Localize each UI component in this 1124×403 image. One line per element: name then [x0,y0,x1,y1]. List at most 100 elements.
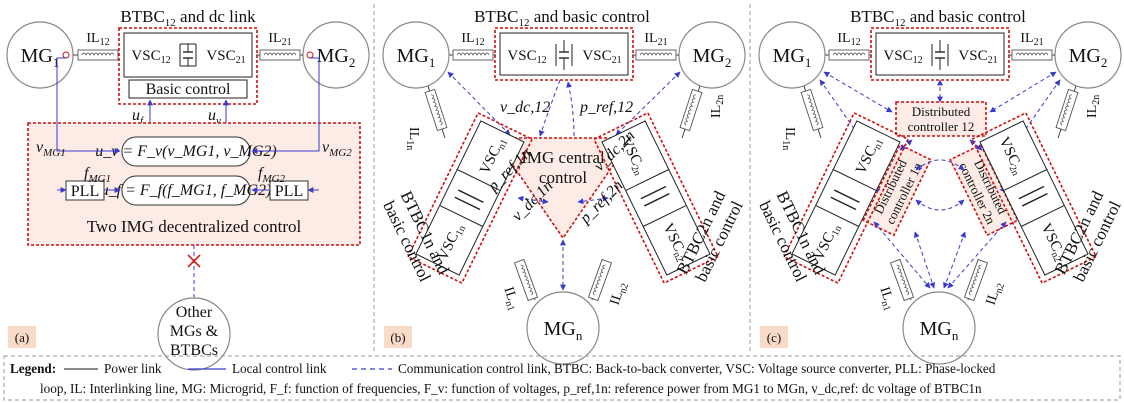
pll-right-label: PLL [275,183,303,200]
vmg2-label: vMG2 [322,139,352,159]
il1n-inductor-icon [424,88,448,132]
comm-btbc1n [517,195,549,205]
comm-dc1n-mgn [913,231,936,289]
central-line-1: IMG central [521,148,605,167]
capacitor-icon-c [931,40,949,70]
panel-c-tag-label: (c) [767,330,781,345]
il2n-inductor-icon-c [1055,88,1079,132]
iln2-label: ILn2 [608,280,631,307]
vmg1-label: vMG1 [36,139,66,159]
panel-b-tag-label: (b) [390,330,405,345]
basic-control-label: Basic control [146,81,231,98]
other-line-2: MGs & [170,323,219,340]
panel-c-title: BTBC12 and basic control [850,7,1026,29]
voltage-function-block [121,136,251,167]
il21-inductor-icon-b [635,49,677,61]
comm-mg2-central [615,71,681,136]
il21-label: IL21 [268,31,291,48]
uf-label: uf [132,107,145,127]
il1n-label: IL1n [404,127,421,150]
comm-mg2-dc2n [1003,79,1061,161]
mgn-label-b: MGn [544,318,583,343]
comm-mg2-dc12 [989,71,1057,113]
panel-a: BTBC12 and dc link MG1 MG2 IL12 IL21 VSC… [6,7,370,371]
btbc1n-box: VSC1n VSCn1 [406,111,534,285]
legend-local-link: Local control link [232,361,327,376]
other-line-1: Other [176,304,213,321]
il1n-label-c: IL1n [780,127,797,150]
vsc21-label-c: VSC21 [958,48,997,66]
comm-btbc2n [577,195,609,205]
mg1-label-b: MG1 [397,45,436,70]
il21-inductor-icon-c [1011,49,1053,61]
comm-mg1-dc1n [819,79,877,161]
btbc2n-box-c: VSC2n VSCn2 [970,111,1098,285]
capacitor-icon [179,43,197,67]
eq-f: u_f = F_f(f_MG1, f_MG2) [101,182,272,199]
central-control-triangle [492,137,634,240]
dc12-line-1: Distributed [912,104,971,119]
legend: Legend: Power link Local control link Co… [3,355,1121,401]
central-line-2: control [539,168,587,187]
other-line-3: BTBCs [170,342,218,359]
fmg1-label: fMG1 [84,165,111,185]
iln2-inductor-icon [588,259,612,301]
uv-label: uv [208,107,221,127]
mg2-label: MG2 [317,45,356,70]
vsc12-label: VSC12 [131,48,170,66]
panel-b-title: BTBC12 and basic control [474,7,650,29]
pref12-label: p_ref,12 [579,99,633,116]
iln2-label-c: ILn2 [984,280,1007,307]
btbc12-box [118,27,258,105]
panel-a-tag-label: (a) [15,330,29,345]
mg2-label-b: MG2 [693,45,732,70]
legend-label: Legend: [10,361,56,376]
mg1-label: MG1 [21,45,60,70]
il12-label-c: IL12 [837,31,860,48]
vsc21-label: VSC21 [206,48,245,66]
basic-control-box [128,79,248,99]
mgn-node-b [526,291,600,365]
legend-frame [3,355,1121,401]
mg1-label-c: MG1 [773,45,812,70]
panel-c-tag [760,326,788,348]
il2n-label: IL2n [709,95,726,118]
comm-dc1n-dc2n-bottom [915,199,965,211]
btbc1n-box-c: VSC1n VSCn1 [782,111,910,285]
iln1-label-c: ILn1 [875,285,898,312]
panel-a-tag [8,326,36,348]
distributed-controller-12 [895,101,987,137]
il12-label: IL12 [86,31,109,48]
panel-b-tag [384,326,412,348]
comm-dc12-dc2n [969,139,983,151]
pll-left-label: PLL [71,183,99,200]
fmg2-label: fMG2 [258,165,286,185]
vmg2-link [251,57,320,154]
vmg1-link [56,57,121,154]
other-mgs-node [157,297,231,371]
vsc12-label-c: VSC12 [883,48,922,66]
comm-btbc2n-mgn [947,221,1007,289]
il1n-inductor-icon-c [800,88,824,132]
comm-vdc12 [538,79,561,137]
il12-label-b: IL12 [461,31,484,48]
comm-btbc1n-mgn [873,221,931,289]
panel-c: BTBC12 and basic control MG1 MG2 MGn IL1… [755,7,1124,365]
il2n-inductor-icon [679,88,703,132]
il2n-label-c: IL2n [1085,95,1102,118]
il21-label-c: IL21 [1020,31,1043,48]
comm-mg1-central [447,71,511,136]
legend-line-2: loop, IL: Interlinking line, MG: Microgr… [40,381,982,396]
il21-label-b: IL21 [644,31,667,48]
vsc12-label-b: VSC12 [507,48,546,66]
dc12-line-2: controller 12 [908,119,975,134]
btbc12-inner [123,32,253,78]
comm-mg1-dc12 [823,71,893,113]
iln1-label: ILn1 [499,285,522,312]
mg2-label-c: MG2 [1069,45,1108,70]
vsc21-label-b: VSC21 [582,48,621,66]
mgn-node-c [902,291,976,365]
decentralized-label: Two IMG decentralized control [87,217,302,236]
eq-v: u_v = F_v(v_MG1, v_MG2) [95,143,276,160]
